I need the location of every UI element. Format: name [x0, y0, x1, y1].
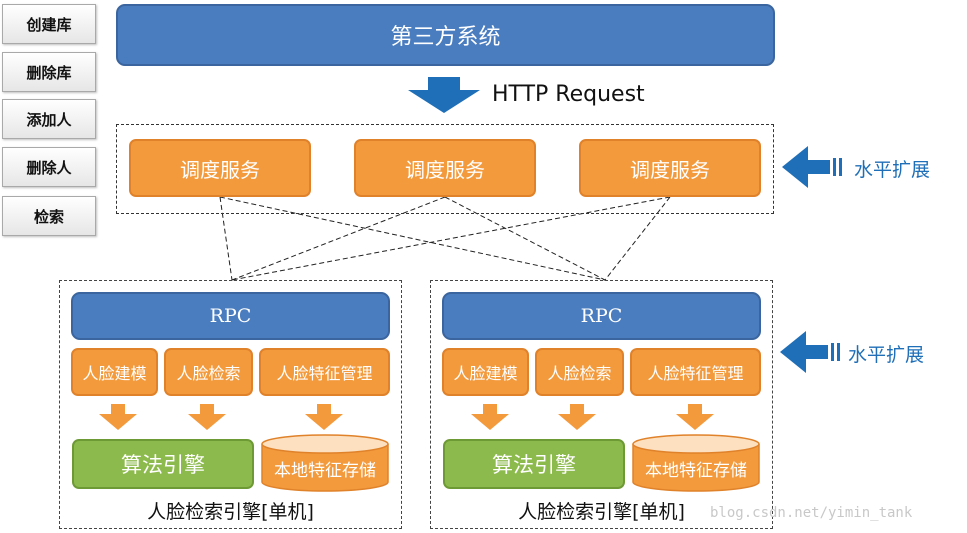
engine-2-down-arrows: [471, 404, 714, 430]
engine-2-feature-management: 人脸特征管理: [630, 348, 761, 396]
engine-2-face-modeling: 人脸建模: [442, 348, 529, 396]
engine-1-algorithm-engine: 算法引擎: [72, 439, 254, 489]
engine-2-face-search: 人脸检索: [535, 348, 624, 396]
scale-arrow-icon-2: [780, 331, 840, 373]
horizontal-scale-label-2: 水平扩展: [848, 344, 925, 366]
add-person-button[interactable]: 添加人: [2, 99, 96, 139]
third-party-system: 第三方系统: [116, 4, 775, 66]
delete-library-button[interactable]: 删除库: [2, 52, 96, 92]
engine-1-caption: 人脸检索引擎[单机]: [147, 501, 314, 523]
watermark: blog.csdn.net/yimin_tank: [710, 505, 913, 521]
dispatch-service-2: 调度服务: [354, 139, 536, 197]
engine-1-down-arrows: [99, 404, 343, 430]
dispatch-engine-connections: [219, 196, 671, 281]
engine-1-local-storage: 本地特征存储: [274, 461, 376, 481]
delete-person-button[interactable]: 删除人: [2, 147, 96, 187]
engine-1-group: [59, 280, 402, 529]
engine-1-rpc: RPC: [71, 292, 390, 340]
create-library-button[interactable]: 创建库: [2, 4, 96, 44]
search-button[interactable]: 检索: [2, 196, 96, 236]
http-down-arrow-icon: [408, 77, 480, 113]
http-request-label: HTTP Request: [492, 82, 645, 107]
dispatch-group: [116, 124, 774, 214]
engine-1-face-modeling: 人脸建模: [71, 348, 158, 396]
storage-cylinder-1-icon: [261, 434, 389, 492]
engine-2-local-storage: 本地特征存储: [645, 461, 747, 481]
horizontal-scale-label-1: 水平扩展: [854, 159, 931, 181]
engine-1-feature-management: 人脸特征管理: [259, 348, 390, 396]
engine-2-algorithm-engine: 算法引擎: [443, 439, 625, 489]
dispatch-service-1: 调度服务: [129, 139, 311, 197]
engine-2-group: [430, 280, 773, 529]
engine-1-face-search: 人脸检索: [164, 348, 253, 396]
engine-2-rpc: RPC: [442, 292, 761, 340]
storage-cylinder-2-icon: [632, 434, 760, 492]
dispatch-service-3: 调度服务: [579, 139, 761, 197]
engine-2-caption: 人脸检索引擎[单机]: [518, 501, 685, 523]
scale-arrow-icon-1: [782, 146, 842, 188]
